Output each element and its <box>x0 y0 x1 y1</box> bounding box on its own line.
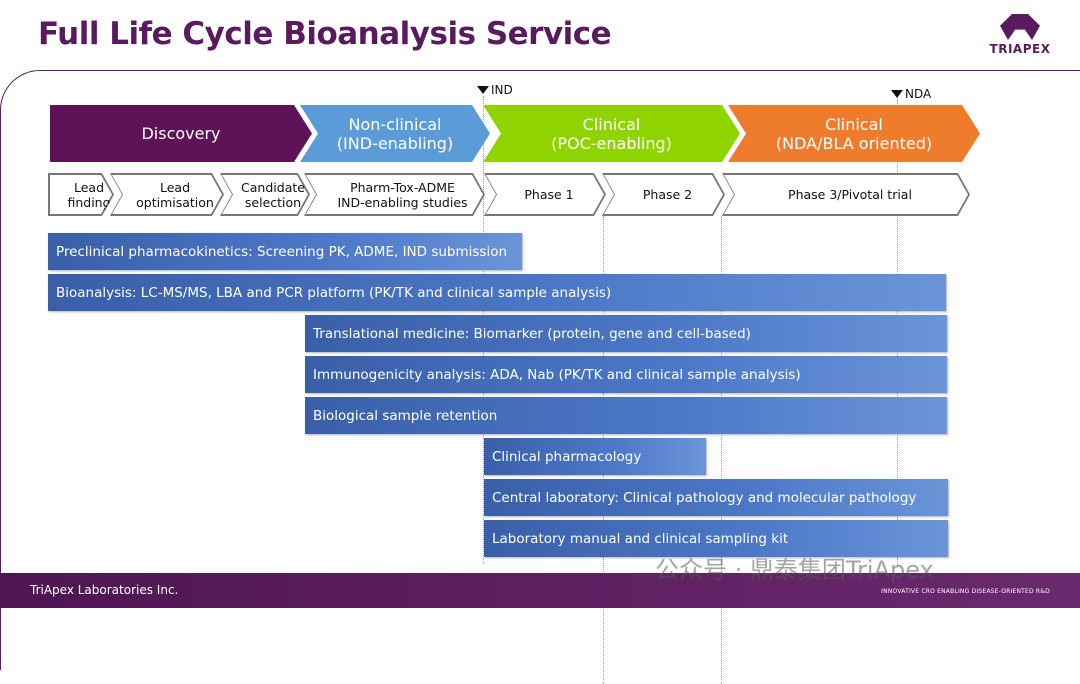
stage-label: selection <box>244 194 302 210</box>
service-bar-central-laboratory: Central laboratory: Clinical pathology a… <box>484 479 948 516</box>
stage-label: Pharm-Tox-ADME <box>350 179 455 195</box>
stage-label: IND-enabling studies <box>337 194 468 210</box>
phase-clinical-nda: Clinical(NDA/BLA oriented) <box>728 105 980 162</box>
stage-phase-1: Phase 1 <box>484 173 606 216</box>
stage-label: finding <box>67 194 111 210</box>
phase-sublabel: (IND-enabling) <box>336 133 454 153</box>
triapex-logo: TRIAPEX <box>980 14 1060 56</box>
watermark: 公众号 · 鼎泰集团TriApex <box>655 556 934 584</box>
service-bar-translational-medicine: Translational medicine: Biomarker (prote… <box>305 315 947 352</box>
stage-label: Phase 1 <box>524 187 574 202</box>
tagline: INNOVATIVE CRO ENABLING DISEASE-ORIENTED… <box>881 588 1050 595</box>
phase-nonclinical: Non-clinical(IND-enabling) <box>300 105 490 162</box>
stage-label: Lead <box>73 179 105 195</box>
stage-label: optimisation <box>136 194 214 210</box>
triangle-down-icon <box>477 86 489 94</box>
stage-label: Phase 2 <box>642 187 693 202</box>
phase3-dotted-line <box>721 216 722 684</box>
content-frame <box>0 70 1080 670</box>
footer: TriApex Laboratories Inc. INNOVATIVE CRO… <box>0 573 1080 608</box>
triapex-logo-icon <box>1000 14 1040 40</box>
page-title: Full Life Cycle Bioanalysis Service <box>38 16 612 52</box>
logo-text: TRIAPEX <box>989 42 1051 56</box>
nda-marker: NDA <box>891 87 931 101</box>
service-bar-clinical-pharmacology: Clinical pharmacology <box>484 438 706 475</box>
phase-sublabel: (POC-enabling) <box>551 133 672 153</box>
company-name: TriApex Laboratories Inc. <box>30 583 179 597</box>
phase-clinical-poc: Clinical(POC-enabling) <box>483 105 740 162</box>
service-bar-sample-retention: Biological sample retention <box>305 397 947 434</box>
stage-label: Candidate <box>241 179 305 195</box>
stage-phase-3: Phase 3/Pivotal trial <box>722 173 970 216</box>
phase-sublabel: (NDA/BLA oriented) <box>775 133 933 153</box>
phase-discovery: Discovery <box>50 105 312 162</box>
phase-label: Discovery <box>141 124 221 143</box>
ind-marker: IND <box>477 83 513 97</box>
stage-label: Phase 3/Pivotal trial <box>788 187 912 202</box>
phase-label: Clinical <box>825 114 883 134</box>
service-bar-bioanalysis: Bioanalysis: LC-MS/MS, LBA and PCR platf… <box>48 274 946 311</box>
triangle-down-icon <box>891 90 903 98</box>
service-bar-lab-manual: Laboratory manual and clinical sampling … <box>484 520 948 557</box>
nda-label: NDA <box>905 87 932 101</box>
phase-label: Non-clinical <box>348 114 442 134</box>
phase-label: Clinical <box>582 114 641 134</box>
service-bar-immunogenicity: Immunogenicity analysis: ADA, Nab (PK/TK… <box>305 356 947 393</box>
service-bar-preclinical-pk: Preclinical pharmacokinetics: Screening … <box>48 233 522 270</box>
stage-phase-2: Phase 2 <box>602 173 725 216</box>
stage-label: Lead <box>159 179 190 195</box>
ind-label: IND <box>491 83 513 97</box>
